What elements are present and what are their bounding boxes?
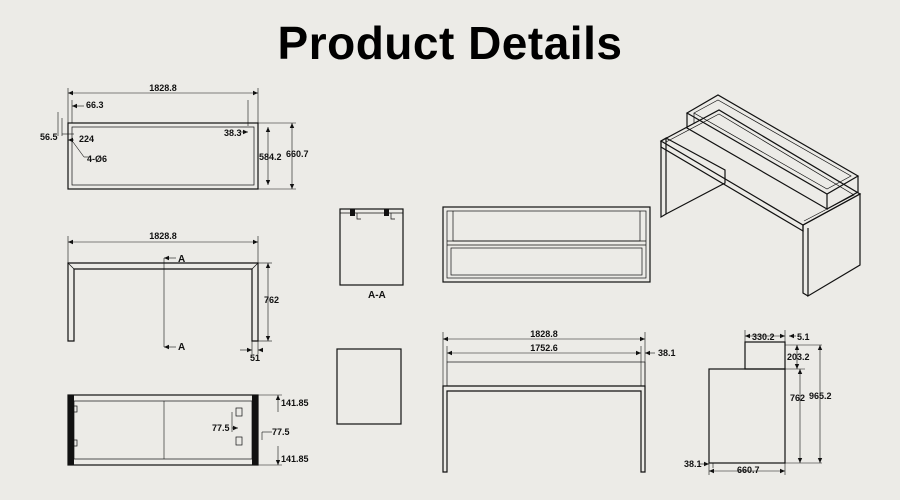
dim-bottom-gap-bottom: 141.85 bbox=[281, 454, 309, 464]
dim-side-depth: 660.7 bbox=[737, 465, 760, 475]
note-top-holes: 4-Ø6 bbox=[87, 154, 107, 164]
side-view: 330.2 5.1 203.2 762 965.2 660.7 38.1 bbox=[684, 330, 832, 475]
dim-bottom-bracket-left: 77.5 bbox=[212, 423, 230, 433]
dim-top-hole-offset: 224 bbox=[79, 134, 94, 144]
dim-top-inner-depth: 584.2 bbox=[259, 152, 282, 162]
front-elevation bbox=[442, 206, 651, 283]
dim-side-back-offset: 38.1 bbox=[684, 459, 702, 469]
dim-bottom-bracket-right: 77.5 bbox=[272, 427, 290, 437]
dim-top-inset-right: 38.3 bbox=[224, 128, 242, 138]
section-view-body bbox=[339, 208, 404, 286]
side-view-shelf bbox=[744, 341, 786, 370]
dim-top-edge-offset: 56.5 bbox=[40, 132, 58, 142]
dim-side-shelf-height: 203.2 bbox=[787, 352, 810, 362]
section-mark-top: A bbox=[178, 254, 185, 265]
front-view: 1828.8 A A 762 51 bbox=[67, 231, 279, 363]
front-view-frame bbox=[67, 262, 259, 342]
dim-top-inset-left: 66.3 bbox=[86, 100, 104, 110]
page-title: Product Details bbox=[277, 17, 623, 69]
dim-top-width: 1828.8 bbox=[149, 83, 177, 93]
side-panel-body bbox=[336, 348, 402, 425]
dim-front-width: 1828.8 bbox=[149, 231, 177, 241]
top-view-outer bbox=[67, 122, 259, 190]
dim-side-desk-height: 762 bbox=[790, 393, 805, 403]
top-view: 1828.8 66.3 56.5 224 4-Ø6 38.3 584.2 660… bbox=[40, 83, 309, 190]
dim-side-shelf-lip: 5.1 bbox=[797, 332, 810, 342]
section-label: A-A bbox=[368, 290, 386, 301]
rear-elevation: 1828.8 1752.6 38.1 bbox=[442, 329, 676, 473]
dim-elev-side-offset: 38.1 bbox=[658, 348, 676, 358]
iso-shelf-top bbox=[685, 94, 860, 195]
isometric-view bbox=[659, 94, 862, 298]
dim-top-overall-depth: 660.7 bbox=[286, 149, 309, 159]
dim-side-shelf-depth: 330.2 bbox=[752, 332, 775, 342]
rear-elevation-frame bbox=[442, 385, 646, 473]
dim-side-total-height: 965.2 bbox=[809, 391, 832, 401]
section-mark-bottom: A bbox=[178, 342, 185, 353]
section-view: A-A bbox=[339, 208, 404, 301]
dim-front-leg: 51 bbox=[250, 353, 260, 363]
dim-elev-width: 1828.8 bbox=[530, 329, 558, 339]
dim-bottom-gap-top: 141.85 bbox=[281, 398, 309, 408]
dim-elev-inner-width: 1752.6 bbox=[530, 343, 558, 353]
elevation-outer bbox=[442, 206, 651, 283]
side-panel bbox=[336, 348, 402, 425]
bottom-view: 141.85 141.85 77.5 77.5 bbox=[67, 394, 309, 466]
side-view-body bbox=[708, 368, 786, 464]
top-view-inner bbox=[71, 126, 255, 186]
dim-front-height: 762 bbox=[264, 295, 279, 305]
